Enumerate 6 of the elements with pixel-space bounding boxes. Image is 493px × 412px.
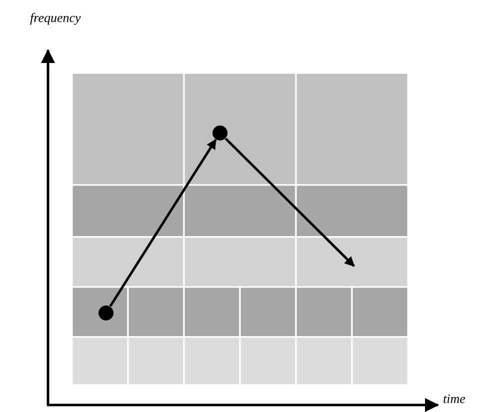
arrow — [109, 138, 217, 307]
axis-label: time — [443, 391, 466, 407]
point-dot — [212, 125, 228, 141]
axis-label: frequency — [30, 10, 81, 26]
arrow — [224, 138, 355, 267]
point-dot — [98, 305, 114, 321]
